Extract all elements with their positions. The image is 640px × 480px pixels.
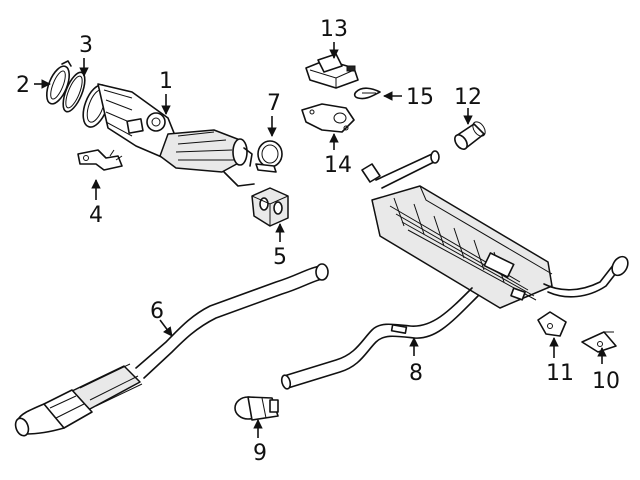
part-1-catalytic-converter [82,83,255,187]
callout-8: 8 [409,337,423,386]
callout-3: 3 [79,33,93,77]
part-11-hanger-bracket [537,311,567,337]
callout-label: 8 [409,361,423,386]
callout-label: 2 [16,73,30,98]
callout-12: 12 [454,85,482,125]
callout-9: 9 [253,419,267,466]
part-13-sensor-bracket [305,53,359,89]
part-15-clip [353,87,381,100]
part-8-intermediate-pipe [280,287,479,390]
callout-1: 1 [159,69,173,115]
callout-label: 6 [150,299,164,324]
callout-label: 15 [406,85,434,110]
callout-label: 5 [273,245,287,270]
callout-2: 2 [16,73,51,98]
part-6-front-pipe [14,263,329,437]
callout-label: 9 [253,441,267,466]
part-5-rubber-hanger [251,187,289,227]
callout-11: 11 [546,337,574,386]
callout-label: 14 [324,153,352,178]
callout-15: 15 [383,85,434,110]
callout-label: 11 [546,361,574,386]
callout-label: 1 [159,69,173,94]
part-14-heat-shield [301,103,355,133]
part-7-clamp [255,140,283,173]
callout-label: 7 [267,91,281,116]
callout-6: 6 [150,299,173,337]
callout-10: 10 [592,347,620,394]
part-12-exhaust-tip [454,121,486,150]
part-9-clamp [234,396,279,421]
part-4-bracket [77,149,123,171]
callout-label: 3 [79,33,93,58]
callout-label: 12 [454,85,482,110]
callout-14: 14 [324,133,352,178]
part-10-hanger-bracket [581,331,617,353]
callout-label: 13 [320,17,348,42]
callout-5: 5 [273,223,287,270]
rear-muffler [361,150,629,309]
callout-label: 10 [592,369,620,394]
callout-4: 4 [89,179,103,228]
callout-7: 7 [267,91,281,137]
callout-label: 4 [89,203,103,228]
callout-13: 13 [320,17,348,59]
